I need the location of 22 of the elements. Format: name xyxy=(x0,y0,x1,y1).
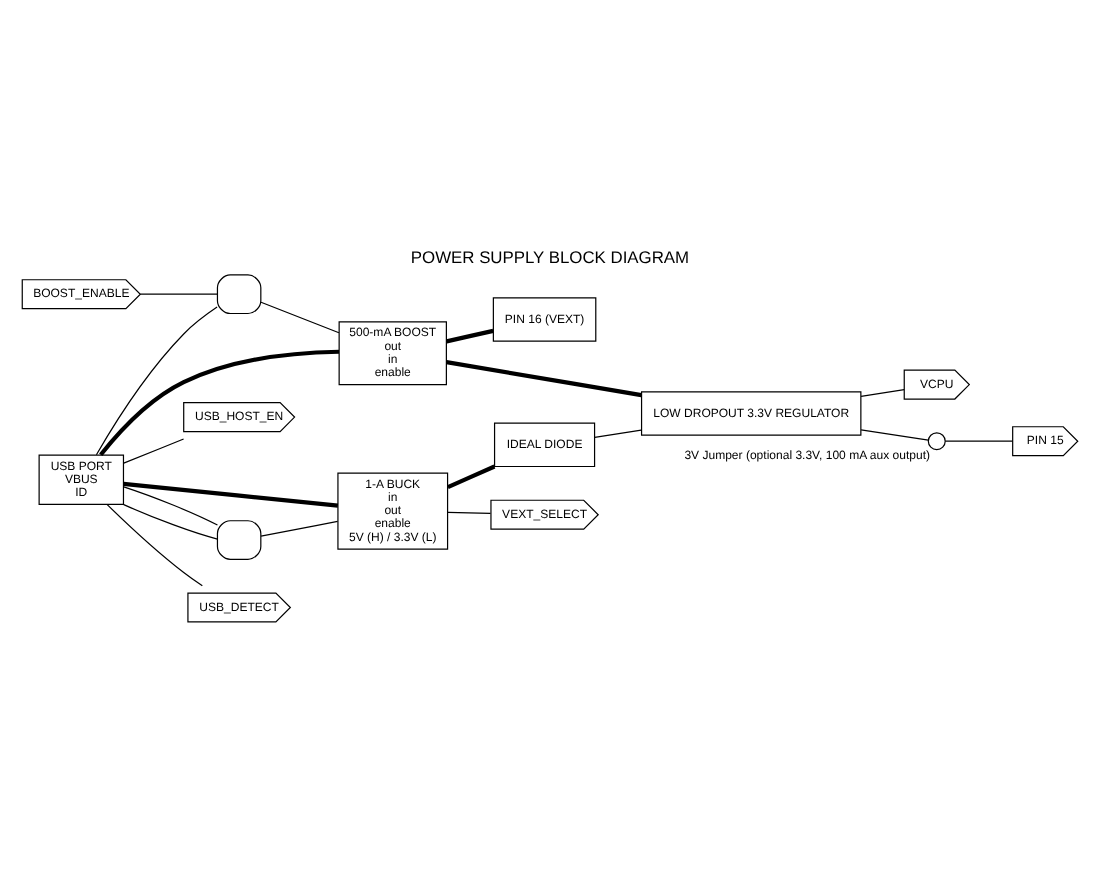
connector xyxy=(106,503,203,586)
connector xyxy=(594,428,642,437)
connector xyxy=(260,300,340,333)
connector xyxy=(95,305,218,455)
connector xyxy=(446,327,494,343)
connector xyxy=(123,437,185,463)
connector xyxy=(99,348,340,456)
connector xyxy=(447,463,496,489)
connector xyxy=(260,519,339,536)
diagram-title: POWER SUPPLY BLOCK DIAGRAM xyxy=(410,246,690,267)
connector xyxy=(447,510,492,514)
connector xyxy=(139,292,218,294)
node-gate xyxy=(216,273,262,314)
node-circle xyxy=(927,431,946,450)
connector xyxy=(123,480,339,507)
connector xyxy=(860,428,929,440)
connector xyxy=(123,503,219,539)
connector xyxy=(860,387,905,396)
connector xyxy=(446,359,642,397)
connector xyxy=(123,485,219,525)
connector xyxy=(944,439,1014,441)
node-gate xyxy=(216,519,262,559)
